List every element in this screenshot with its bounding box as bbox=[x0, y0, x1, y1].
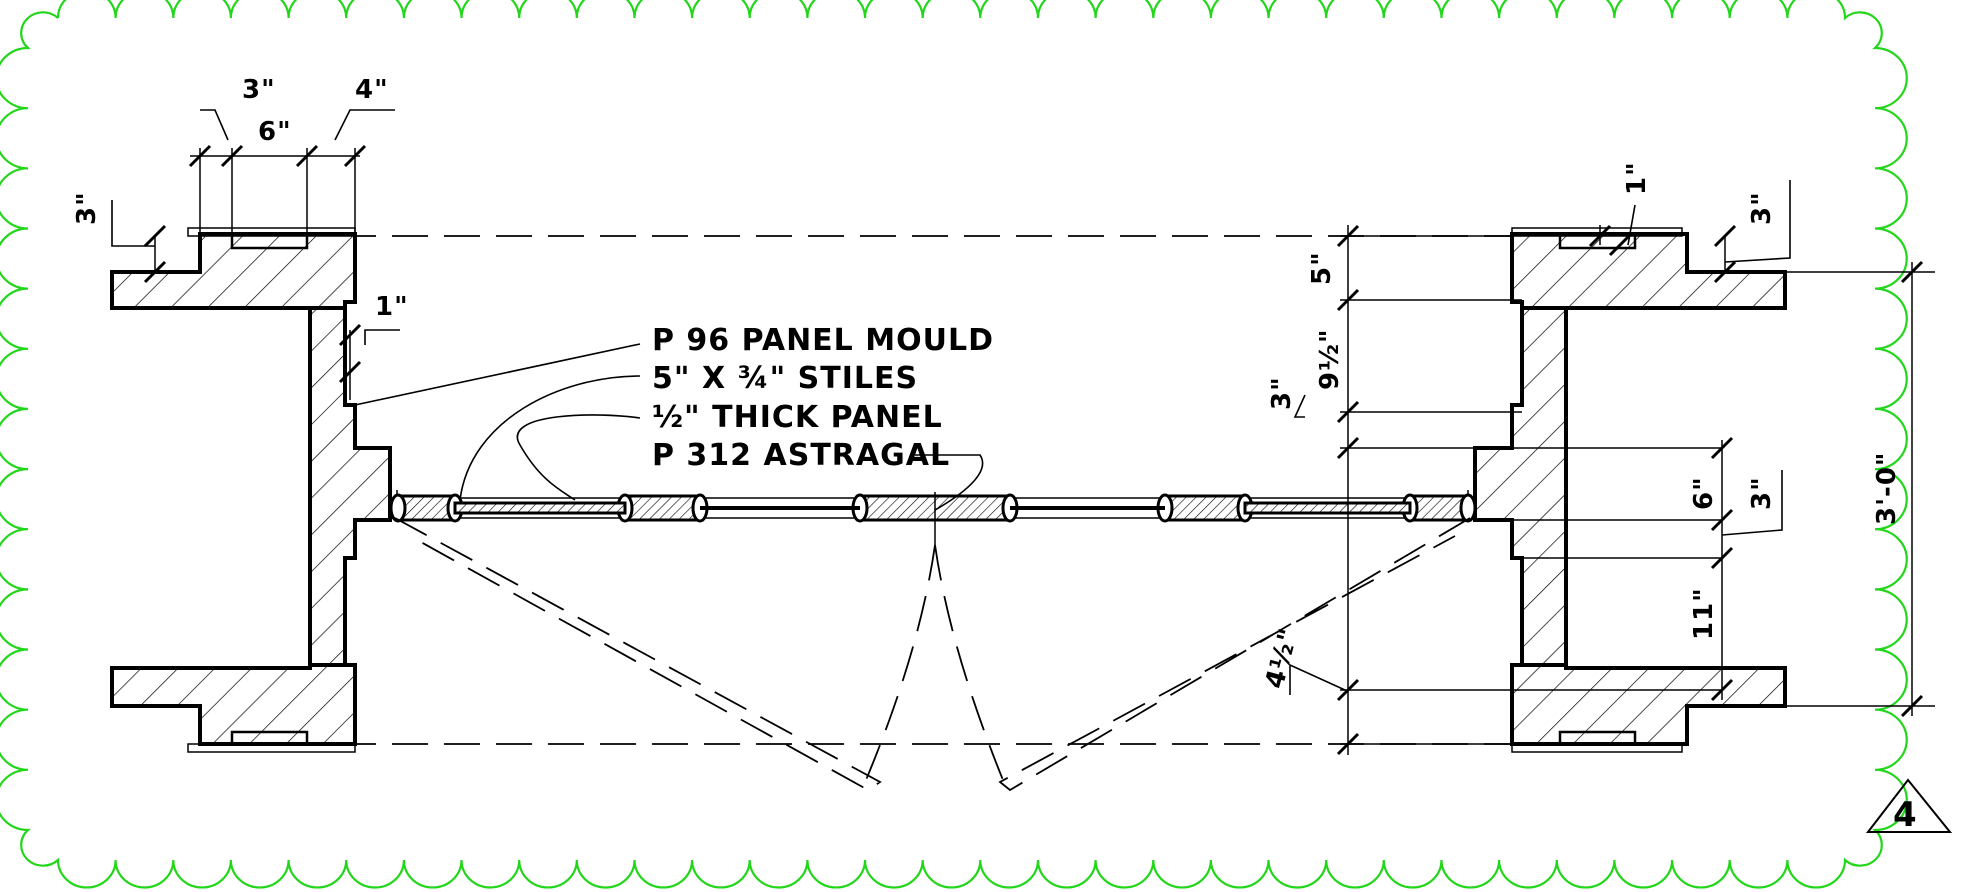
dashed-reference-lines bbox=[340, 235, 1512, 745]
note-leaders bbox=[111, 109, 1791, 695]
dimension-tick bbox=[338, 323, 362, 347]
dimension-tick bbox=[1713, 260, 1737, 284]
dimension-tick bbox=[1336, 400, 1360, 424]
dim-right-1: 1" bbox=[1622, 161, 1652, 195]
dim-right-6: 6" bbox=[1689, 476, 1719, 510]
dim-left-1: 1" bbox=[375, 292, 409, 322]
dimension-tick bbox=[1710, 546, 1734, 570]
note-stiles: 5" X ¾" STILES bbox=[652, 361, 918, 396]
dim-left-4-top: 4" bbox=[355, 75, 389, 105]
right-wall-jamb bbox=[1467, 227, 1787, 753]
dim-left-6: 6" bbox=[258, 117, 292, 147]
revision-cloud bbox=[0, 0, 1908, 889]
dimension-tick bbox=[1710, 436, 1734, 460]
dim-right-4-half: 4½" bbox=[1260, 625, 1305, 692]
dim-right-3-top: 3" bbox=[1747, 191, 1777, 225]
dimension-labels: 3" 4" 6" 3" 1" 1" 3" 5" 9½" 3" 6" 3" 11"… bbox=[72, 75, 1902, 692]
revision-cloud-outline bbox=[0, 0, 1908, 889]
left-wall-jamb bbox=[110, 227, 398, 753]
dimension-tick bbox=[1336, 436, 1360, 460]
dim-left-3-top: 3" bbox=[242, 75, 276, 105]
dimension-tick bbox=[1900, 694, 1924, 718]
dim-right-3-left: 3" bbox=[1267, 376, 1297, 410]
dimension-tick bbox=[1710, 508, 1734, 532]
dimension-tick bbox=[1336, 224, 1360, 248]
annotation-notes: P 96 PANEL MOULD 5" X ¾" STILES ½" THICK… bbox=[652, 323, 994, 473]
panel-mould-profile bbox=[389, 493, 407, 523]
dimension-tick bbox=[1336, 678, 1360, 702]
dim-right-11: 11" bbox=[1689, 587, 1719, 640]
dim-left-3-side: 3" bbox=[72, 191, 102, 225]
left-dimension-lines bbox=[154, 148, 360, 400]
dimension-tick bbox=[143, 224, 167, 248]
dimension-ticks bbox=[143, 144, 1924, 756]
right-dimension-lines bbox=[1340, 225, 1935, 755]
dimension-tick bbox=[188, 144, 212, 168]
note-thick-panel: ½" THICK PANEL bbox=[652, 400, 943, 435]
dim-right-5: 5" bbox=[1307, 251, 1337, 285]
note-astragal: P 312 ASTRAGAL bbox=[652, 438, 950, 473]
stile bbox=[1163, 494, 1247, 522]
dimension-tick bbox=[1336, 732, 1360, 756]
detail-tag-triangle bbox=[1865, 778, 1953, 833]
stile bbox=[396, 494, 457, 522]
panel-mould-profile bbox=[1459, 493, 1477, 523]
dimension-tick bbox=[338, 360, 362, 384]
detail-tag: 4 bbox=[1865, 778, 1953, 835]
dimension-tick bbox=[1900, 260, 1924, 284]
door-leaves bbox=[389, 492, 1477, 545]
stile bbox=[1408, 494, 1470, 522]
dimension-tick bbox=[1336, 288, 1360, 312]
dimension-tick bbox=[1710, 678, 1734, 702]
dimension-tick bbox=[1588, 224, 1612, 248]
door-swing-lines bbox=[394, 517, 1471, 792]
dim-right-3-mid: 3" bbox=[1747, 476, 1777, 510]
note-panel-mould: P 96 PANEL MOULD bbox=[652, 323, 994, 358]
dimension-tick bbox=[220, 144, 244, 168]
detail-tag-number: 4 bbox=[1893, 795, 1918, 835]
dimension-tick bbox=[295, 144, 319, 168]
dimension-tick bbox=[143, 260, 167, 284]
dim-overall-3-0: 3'-0" bbox=[1872, 452, 1902, 525]
stile bbox=[623, 494, 702, 522]
dimension-tick bbox=[343, 144, 367, 168]
dim-right-9-half: 9½" bbox=[1315, 328, 1345, 390]
dimension-tick bbox=[1608, 233, 1632, 257]
dimension-tick bbox=[1713, 224, 1737, 248]
